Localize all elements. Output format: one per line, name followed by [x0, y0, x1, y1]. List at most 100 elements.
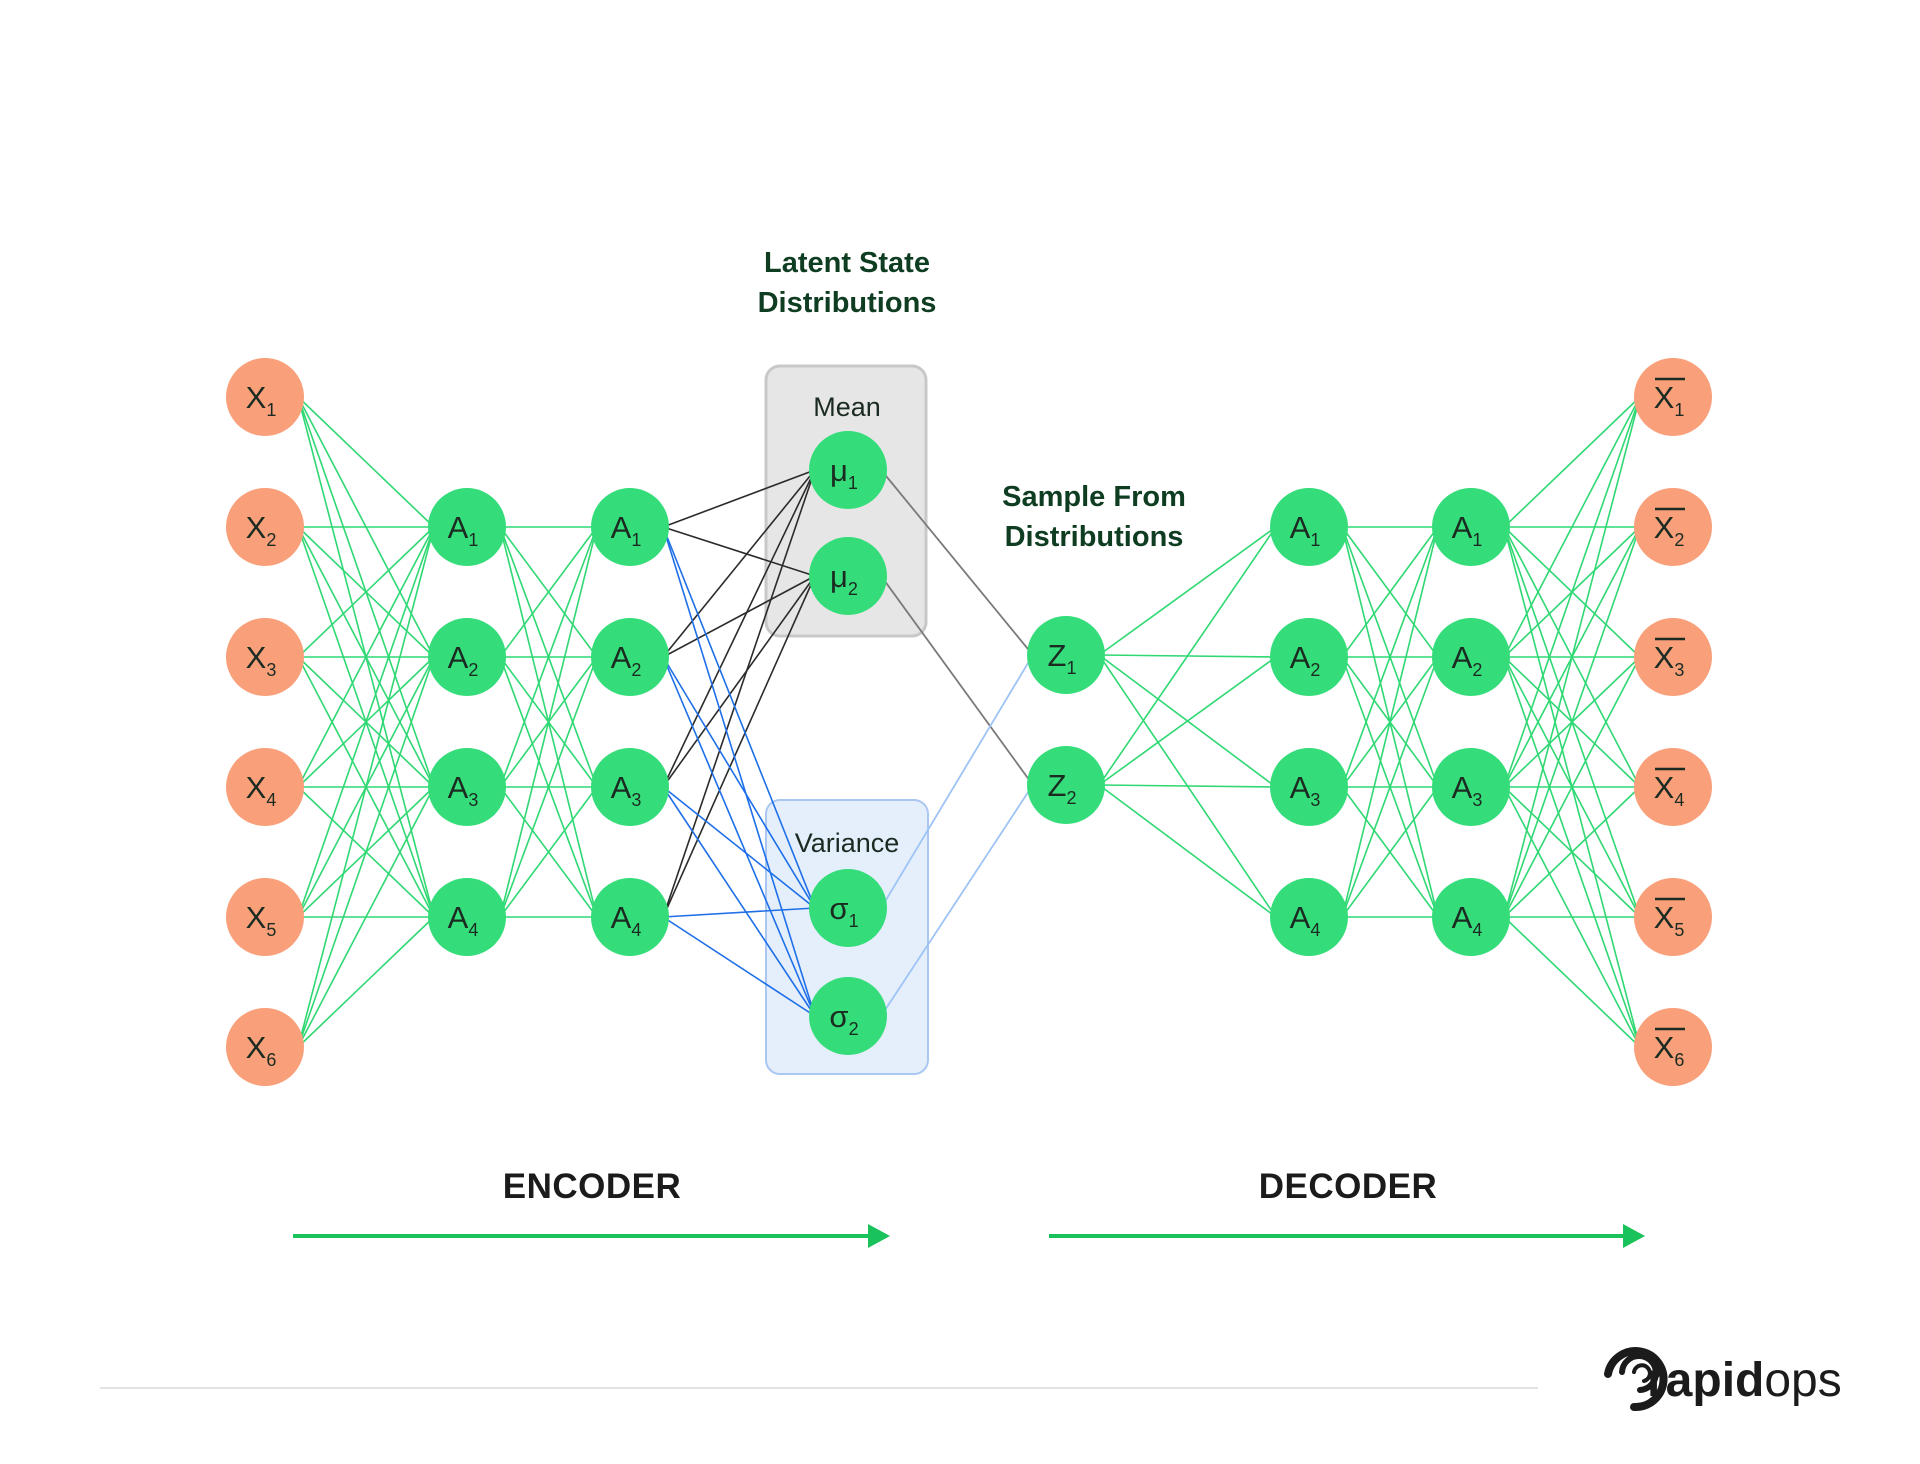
node-symbol: A	[448, 770, 469, 805]
enc-hidden1-node-2: A2	[428, 618, 506, 696]
node-subscript: 4	[1472, 920, 1482, 940]
node-circle	[226, 618, 304, 696]
encoder-label: ENCODER	[503, 1167, 682, 1206]
decoder-label: DECODER	[1259, 1167, 1438, 1206]
node-subscript: 2	[266, 530, 276, 550]
node-symbol: σ	[829, 999, 848, 1034]
hidden-to-variance-edge	[662, 526, 816, 909]
node-symbol: Z	[1048, 768, 1067, 803]
hidden-to-output-edge	[1503, 526, 1641, 918]
hidden-to-hidden-edge	[499, 526, 598, 658]
node-subscript: 4	[631, 920, 641, 940]
node-circle	[1432, 748, 1510, 826]
node-subscript: 4	[468, 920, 478, 940]
node-subscript: 2	[631, 660, 641, 680]
hidden-to-hidden-edge	[499, 656, 598, 918]
input-to-hidden-edge	[297, 916, 435, 1048]
dec-hidden1-node-1: A1	[1270, 488, 1348, 566]
node-label: A1	[448, 510, 479, 550]
latent-to-hidden-edge	[1098, 526, 1277, 656]
enc-hidden1-node-3: A3	[428, 748, 506, 826]
hidden-to-variance-edge	[662, 786, 816, 1017]
hidden-to-output-edge	[1503, 396, 1641, 788]
enc-hidden2-node-4: A4	[591, 878, 669, 956]
node-symbol: X	[246, 1030, 267, 1065]
dec-hidden1-node-2: A2	[1270, 618, 1348, 696]
node-symbol: A	[611, 900, 632, 935]
output-node-3: X3	[1634, 618, 1712, 696]
node-circle	[591, 618, 669, 696]
node-circle	[428, 488, 506, 566]
variance-to-latent-edge	[880, 654, 1034, 909]
node-label: X4	[1654, 770, 1685, 810]
hidden-to-mean-edge	[662, 469, 816, 528]
node-circle	[1634, 488, 1712, 566]
node-label: A3	[1452, 770, 1483, 810]
enc-hidden1-node-4: A4	[428, 878, 506, 956]
node-subscript: 3	[1472, 790, 1482, 810]
decoder-arrow-head	[1623, 1224, 1645, 1248]
input-node-3: X3	[226, 618, 304, 696]
node-label: A1	[611, 510, 642, 550]
variance-node-2: σ2	[809, 977, 887, 1055]
sample-heading-line1: Sample From	[1002, 481, 1186, 513]
hidden-to-hidden-edge	[1341, 656, 1439, 918]
input-node-6: X6	[226, 1008, 304, 1086]
sample-heading-line2: Distributions	[1005, 521, 1184, 553]
node-label: A4	[1290, 900, 1321, 940]
node-subscript: 6	[1674, 1050, 1684, 1070]
hidden-to-output-edge	[1503, 396, 1641, 918]
latent-to-hidden-edge	[1098, 784, 1277, 918]
node-symbol: X	[246, 380, 267, 415]
node-subscript: 3	[631, 790, 641, 810]
hidden-to-variance-edge	[662, 656, 816, 909]
node-symbol: X	[1654, 1030, 1675, 1065]
node-symbol: A	[611, 770, 632, 805]
hidden-to-variance-edge	[662, 786, 816, 909]
node-circle	[1270, 618, 1348, 696]
input-to-hidden-edge	[297, 526, 435, 1048]
node-circle	[809, 431, 887, 509]
node-circle	[1270, 878, 1348, 956]
input-to-hidden-edge	[297, 526, 435, 788]
output-node-4: X4	[1634, 748, 1712, 826]
node-symbol: μ	[830, 453, 848, 488]
hidden-to-mean-edge	[662, 575, 816, 788]
hidden-to-hidden-edge	[1341, 526, 1439, 788]
brand-part-rapid: rapid	[1647, 1354, 1764, 1407]
node-label: Z1	[1048, 638, 1077, 678]
node-subscript: 1	[1310, 530, 1320, 550]
node-label: A2	[1452, 640, 1483, 680]
node-circle	[1634, 878, 1712, 956]
node-label: X3	[1654, 640, 1685, 680]
mean-node-1: μ1	[809, 431, 887, 509]
node-subscript: 6	[266, 1050, 276, 1070]
latent-to-hidden-edge	[1098, 526, 1277, 786]
node-circle	[809, 977, 887, 1055]
node-label: X1	[1654, 380, 1685, 420]
node-subscript: 1	[1066, 658, 1076, 678]
node-label: A4	[1452, 900, 1483, 940]
node-subscript: 3	[266, 660, 276, 680]
latent-heading-line1: Latent State	[764, 247, 930, 279]
node-label: X6	[1654, 1030, 1685, 1070]
hidden-to-variance-edge	[662, 526, 816, 1017]
input-node-4: X4	[226, 748, 304, 826]
node-subscript: 1	[1472, 530, 1482, 550]
node-subscript: 4	[1310, 920, 1320, 940]
node-subscript: 1	[1674, 400, 1684, 420]
node-subscript: 2	[1066, 788, 1076, 808]
node-symbol: A	[611, 640, 632, 675]
node-circle	[1634, 748, 1712, 826]
node-subscript: 1	[266, 400, 276, 420]
enc-hidden2-node-2: A2	[591, 618, 669, 696]
variance-node-1: σ1	[809, 869, 887, 947]
node-symbol: A	[448, 900, 469, 935]
node-label: A4	[611, 900, 642, 940]
hidden-to-hidden-edge	[499, 526, 598, 918]
enc-hidden2-node-1: A1	[591, 488, 669, 566]
node-subscript: 1	[631, 530, 641, 550]
node-subscript: 2	[848, 579, 858, 599]
node-circle	[1634, 618, 1712, 696]
